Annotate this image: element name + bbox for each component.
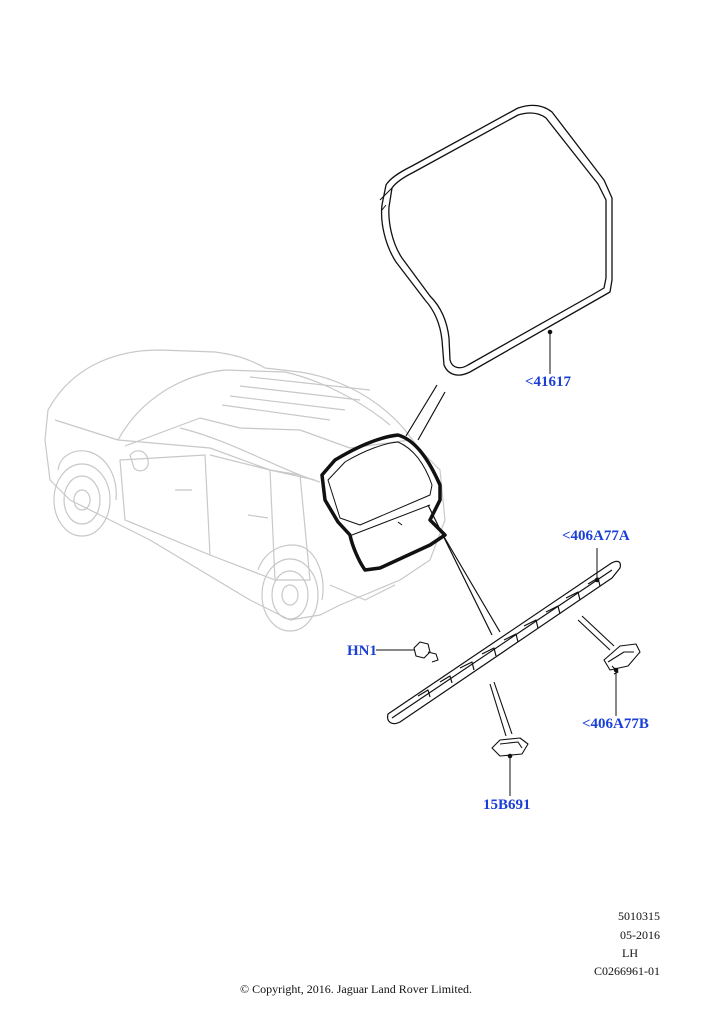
illustration-ref: C0266961-01 [594,964,660,978]
door-seal [379,104,613,376]
illustration-date: 05-2016 [620,928,660,942]
clip-part [376,641,439,663]
callout-clip[interactable]: HN1 [347,643,377,659]
callout-switch[interactable]: 15B691 [483,797,531,813]
callout-light-bar[interactable]: <406A77A [562,528,630,544]
callout-bracket[interactable]: <406A77B [582,716,649,732]
vehicle-outline [44,349,446,632]
seal-leaders [405,384,446,441]
illustration-number: 5010315 [618,909,660,923]
illustration-side: LH [622,946,638,960]
copyright-notice: © Copyright, 2016. Jaguar Land Rover Lim… [239,982,473,996]
callout-door-seal[interactable]: <41617 [525,374,572,390]
callout-leaders [507,329,619,796]
tailgate-glass-seal [320,433,447,572]
bracket-part [577,615,641,675]
glass-to-bar-leaders [427,504,501,636]
switch-part [489,681,529,757]
light-bar [387,560,621,725]
